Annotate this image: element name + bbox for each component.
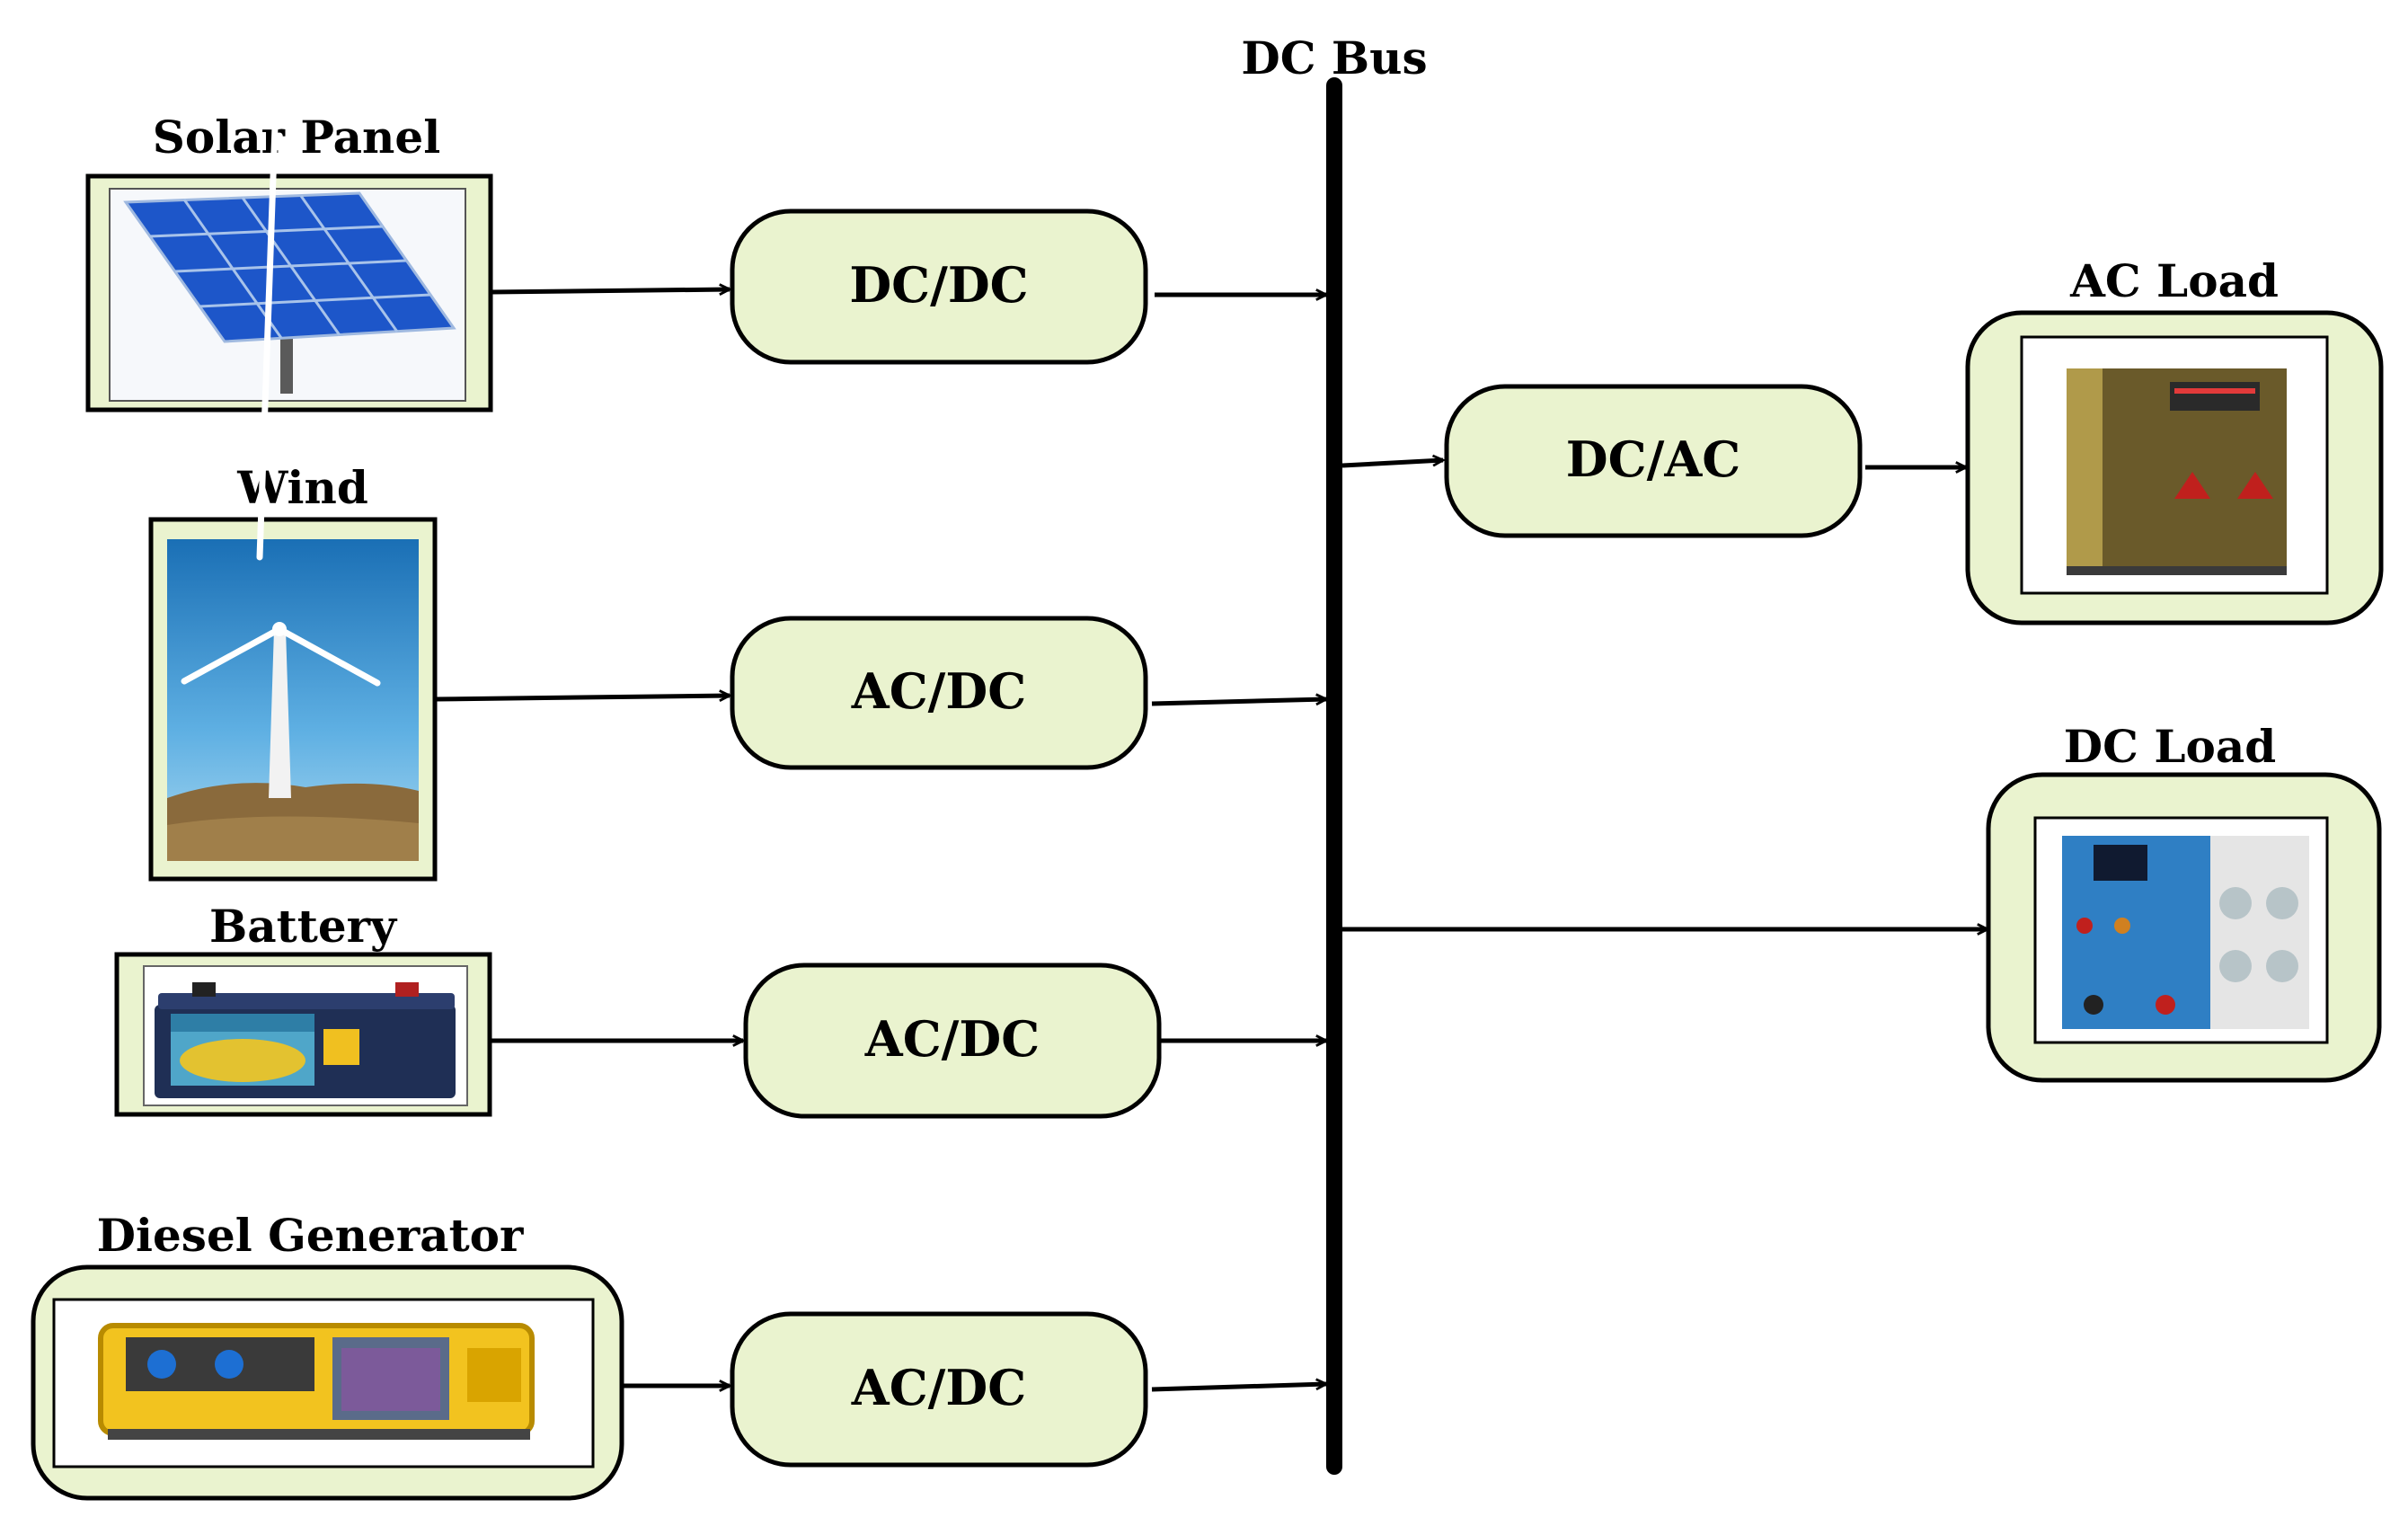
- dc-load-label: DC Load: [2064, 720, 2276, 773]
- diesel-generator-label: Diesel Generator: [97, 1209, 524, 1262]
- wind-converter-to-bus-arrow: [1151, 699, 1326, 706]
- wind-to-converter-arrow: [434, 696, 730, 699]
- solar-to-converter-arrow: [490, 289, 730, 292]
- solar-converter-box: [730, 208, 1148, 365]
- diesel-converter-to-bus-arrow: [1151, 1384, 1326, 1392]
- solar-panel-icon: [123, 191, 456, 394]
- battery-label: Battery: [209, 900, 398, 953]
- dc-load-group: DC Load: [1986, 720, 2382, 1083]
- wind-label: Wind: [236, 461, 368, 514]
- ac-load-converter-label: DC/AC: [1566, 430, 1740, 488]
- wind-source-group: Wind: [148, 0, 438, 882]
- wind-converter-box: [730, 616, 1148, 770]
- ac-load-group: AC Load: [1965, 254, 2384, 625]
- wind-turbine-icon: [167, 0, 419, 861]
- diesel-converter-label: AC/DC: [851, 1359, 1026, 1416]
- battery-source-group: Battery: [114, 900, 492, 1117]
- battery-icon: [155, 982, 456, 1098]
- dc-bus-label: DC Bus: [1241, 31, 1427, 84]
- ac-load-label: AC Load: [2069, 254, 2279, 307]
- solar-panel-label: Solar Panel: [153, 111, 440, 164]
- solar-converter-label: DC/DC: [849, 256, 1028, 314]
- diesel-converter-box: [730, 1311, 1148, 1468]
- bus-to-dcac-arrow: [1341, 460, 1443, 468]
- diesel-source-group: Diesel Generator: [31, 1209, 624, 1501]
- solar-source-group: Solar Panel: [85, 111, 493, 413]
- battery-converter-label: AC/DC: [864, 1010, 1040, 1068]
- diesel-generator-icon: [98, 1323, 535, 1440]
- wind-converter-label: AC/DC: [851, 662, 1026, 720]
- battery-converter-box: [743, 963, 1162, 1119]
- ac-load-icon: [2067, 368, 2287, 575]
- ac-load-converter-box: [1444, 384, 1863, 538]
- dc-load-icon: [2062, 836, 2309, 1029]
